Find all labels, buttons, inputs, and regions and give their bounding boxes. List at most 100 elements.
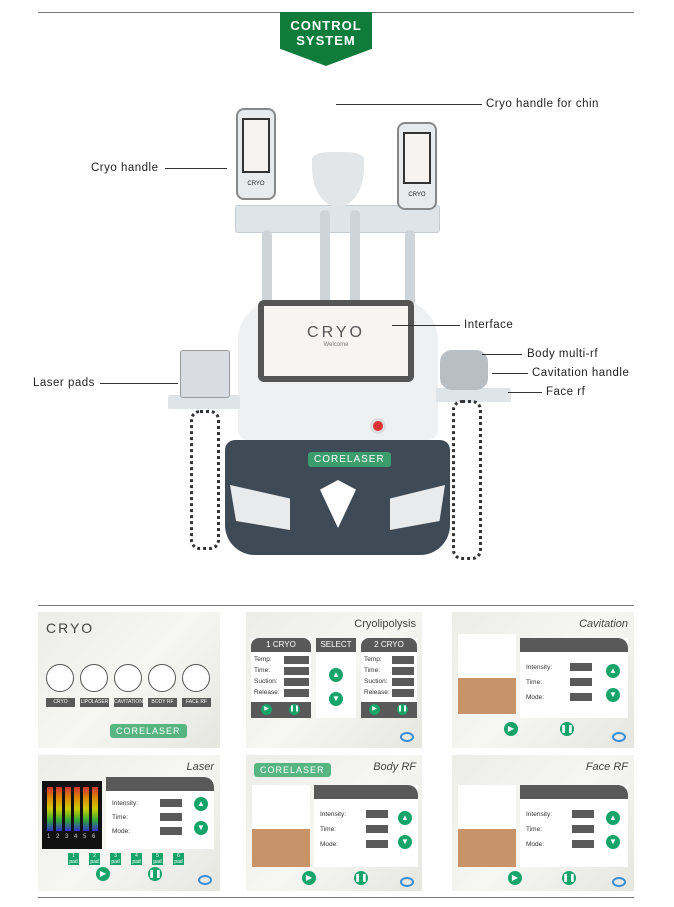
mode-value xyxy=(366,840,388,848)
screen-title: Face RF xyxy=(585,761,628,773)
pause-icon[interactable]: ❚❚ xyxy=(562,871,576,885)
mode-button-lipolaser[interactable]: LIPOLASER xyxy=(80,698,109,707)
bottom-divider xyxy=(38,897,634,898)
mode-button-body-rf[interactable]: BODY RF xyxy=(148,698,177,707)
cryo-mode-icon[interactable] xyxy=(46,664,74,692)
pause-icon[interactable]: ❚❚ xyxy=(148,867,162,881)
time-value xyxy=(570,678,592,686)
face-rf-mode-icon[interactable] xyxy=(182,664,210,692)
screen-brand: CRYO xyxy=(307,324,365,341)
temp-value xyxy=(284,656,309,664)
cryo-2-card: 2 CRYO Temp: Time: Suction: Release: ▶ ❚… xyxy=(361,638,417,718)
pad-number: 6 xyxy=(177,853,180,859)
leader-line xyxy=(336,104,482,105)
mode-value xyxy=(160,827,182,835)
up-arrow-icon[interactable]: ▲ xyxy=(606,664,620,678)
mode-button-face-rf[interactable]: FACE RF xyxy=(182,698,211,707)
screen-body-rf: Body RF Intensity: Time: Mode: ▲ ▼ ▶ ❚❚ xyxy=(246,755,422,891)
channel-label: 6 xyxy=(92,834,96,840)
body-rf-image xyxy=(252,785,310,867)
hose-left xyxy=(262,230,272,310)
cryo-handle-right: CRYO xyxy=(397,122,437,210)
release-value xyxy=(284,689,309,697)
play-icon[interactable]: ▶ xyxy=(369,704,380,715)
up-arrow-icon[interactable]: ▲ xyxy=(606,811,620,825)
down-arrow-icon[interactable]: ▼ xyxy=(398,835,412,849)
pause-icon[interactable]: ❚❚ xyxy=(289,704,300,715)
pad-number: 2 xyxy=(93,853,96,859)
body-rf-mode-icon[interactable] xyxy=(148,664,176,692)
cryo-1-controls: ▶ ❚❚ xyxy=(251,702,311,718)
field-label: Intensity: xyxy=(526,664,553,671)
down-arrow-icon[interactable]: ▼ xyxy=(606,688,620,702)
field-label: Time: xyxy=(320,826,337,833)
select-card: SELECT ▲ ▼ xyxy=(316,638,356,718)
cryo-handle-left: CRYO xyxy=(236,108,276,200)
cryo-2-header: 2 CRYO xyxy=(361,638,417,652)
interface-screen: CRYO Welcome xyxy=(258,300,414,382)
play-icon[interactable]: ▶ xyxy=(96,867,110,881)
pause-icon[interactable]: ❚❚ xyxy=(354,871,368,885)
cavitation-image xyxy=(458,634,516,714)
lipolaser-mode-icon[interactable] xyxy=(80,664,108,692)
home-icon[interactable] xyxy=(612,732,626,742)
cryo-1-header: 1 CRYO xyxy=(251,638,311,652)
field-label: Mode: xyxy=(320,841,339,848)
play-icon[interactable]: ▶ xyxy=(261,704,272,715)
up-arrow-icon[interactable]: ▲ xyxy=(398,811,412,825)
cavitation-handle xyxy=(440,350,488,390)
pad-sub: pad xyxy=(90,859,99,865)
handle-brand: CRYO xyxy=(408,192,426,198)
play-icon[interactable]: ▶ xyxy=(302,871,316,885)
section-divider xyxy=(38,605,634,606)
play-icon[interactable]: ▶ xyxy=(504,722,518,736)
up-arrow-icon[interactable]: ▲ xyxy=(329,668,343,682)
screen-face-rf: Face RF Intensity: Time: Mode: ▲ ▼ ▶ ❚❚ xyxy=(452,755,634,891)
field-label: Time: xyxy=(526,826,543,833)
field-label: Mode: xyxy=(112,828,131,835)
pause-icon[interactable]: ❚❚ xyxy=(560,722,574,736)
home-icon[interactable] xyxy=(198,875,212,885)
cryo-2-controls: ▶ ❚❚ xyxy=(361,702,417,718)
pause-icon[interactable]: ❚❚ xyxy=(397,704,408,715)
mode-button-cryo[interactable]: CRYO xyxy=(46,698,75,707)
down-arrow-icon[interactable]: ▼ xyxy=(606,835,620,849)
pad-number: 4 xyxy=(135,853,138,859)
play-icon[interactable]: ▶ xyxy=(508,871,522,885)
field-label: Intensity: xyxy=(320,811,347,818)
handle-brand: CRYO xyxy=(247,181,265,187)
settings-header xyxy=(520,785,628,799)
cavitation-mode-icon[interactable] xyxy=(114,664,142,692)
label-cavitation-handle: Cavitation handle xyxy=(532,367,630,379)
field-label: Time: xyxy=(364,667,381,674)
field-label: Time: xyxy=(526,679,543,686)
up-arrow-icon[interactable]: ▲ xyxy=(194,797,208,811)
mode-button-cavitation[interactable]: CAVITATION xyxy=(114,698,143,707)
field-label: Intensity: xyxy=(112,800,139,807)
field-label: Mode: xyxy=(526,841,545,848)
channel-label: 1 xyxy=(47,834,51,840)
screen-title: Cavitation xyxy=(579,618,628,630)
field-label: Intensity: xyxy=(526,811,553,818)
suction-value xyxy=(392,678,414,686)
side-tray-right xyxy=(436,388,511,402)
time-value xyxy=(392,667,414,675)
chin-handle xyxy=(312,152,364,207)
channel-label: 5 xyxy=(83,834,87,840)
release-value xyxy=(392,689,414,697)
home-icon[interactable] xyxy=(400,732,414,742)
home-icon[interactable] xyxy=(612,877,626,887)
field-label: Mode: xyxy=(526,694,545,701)
home-icon[interactable] xyxy=(400,877,414,887)
down-arrow-icon[interactable]: ▼ xyxy=(194,821,208,835)
emergency-button[interactable] xyxy=(370,418,386,434)
leader-line xyxy=(392,325,460,326)
down-arrow-icon[interactable]: ▼ xyxy=(329,692,343,706)
